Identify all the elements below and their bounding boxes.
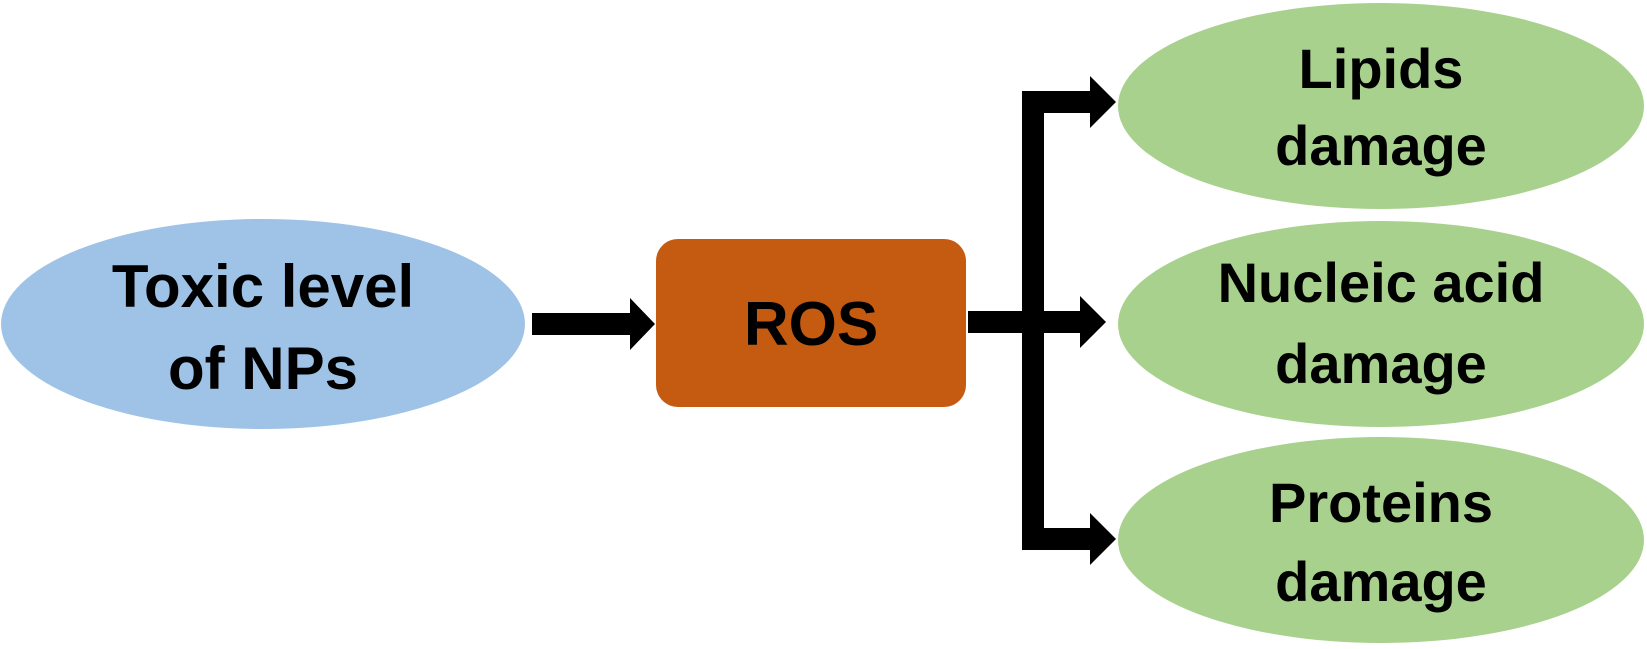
branch-connector xyxy=(968,76,1116,565)
effect-ellipse xyxy=(1118,3,1644,209)
arrow-head xyxy=(630,298,655,350)
arrow-shaft xyxy=(532,313,632,335)
branch-top-line xyxy=(1022,91,1090,113)
arrow-source-to-ros xyxy=(532,298,655,350)
ros-label: ROS xyxy=(744,290,878,359)
effect-label-line1: Proteins xyxy=(1269,471,1493,534)
effect-node-nucleic-acid: Nucleic acid damage xyxy=(1118,221,1644,427)
source-node: Toxic level of NPs xyxy=(1,219,525,429)
ros-box xyxy=(656,239,966,407)
branch-top-arrowhead xyxy=(1090,76,1116,128)
effect-label-line2: damage xyxy=(1275,332,1487,395)
source-ellipse xyxy=(1,219,525,429)
effect-label-line1: Nucleic acid xyxy=(1218,251,1545,314)
effect-label-line2: damage xyxy=(1275,550,1487,613)
ros-node: ROS xyxy=(656,239,966,407)
branch-vertical-line xyxy=(1022,91,1044,550)
effect-ellipse xyxy=(1118,437,1644,643)
effect-node-proteins: Proteins damage xyxy=(1118,437,1644,643)
effect-ellipse xyxy=(1118,221,1644,427)
branch-bottom-arrowhead xyxy=(1090,513,1116,565)
source-label-line2: of NPs xyxy=(168,335,358,402)
effect-label-line2: damage xyxy=(1275,114,1487,177)
effect-node-lipids: Lipids damage xyxy=(1118,3,1644,209)
branch-bottom-line xyxy=(1022,528,1090,550)
branch-middle-arrowhead xyxy=(1080,296,1106,348)
effect-label-line1: Lipids xyxy=(1299,37,1464,100)
source-label-line1: Toxic level xyxy=(112,253,414,320)
